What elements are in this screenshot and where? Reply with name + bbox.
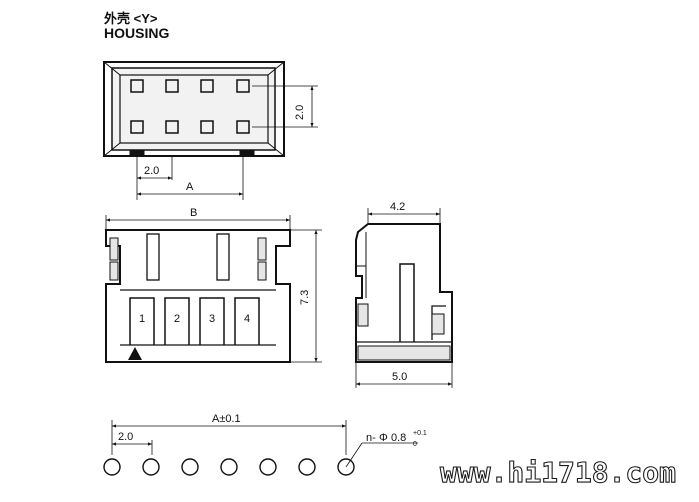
latch-tab <box>239 149 255 157</box>
pin-cavity-grid <box>130 79 250 134</box>
diameter-icon: Φ <box>379 432 388 444</box>
pin-slot <box>129 297 155 345</box>
latch-tab <box>129 149 145 157</box>
pin-cavity <box>200 79 214 93</box>
front-view <box>105 229 291 363</box>
pcb-span-label: A±0.1 <box>212 413 241 425</box>
side-view-dims <box>355 208 453 388</box>
pin-cavity <box>236 79 250 93</box>
hole-dia-label: 0.8 <box>391 432 406 444</box>
top-view-inner <box>111 67 276 151</box>
title-english: HOUSING <box>104 25 170 41</box>
pin-numbers: 1 2 3 4 <box>139 313 250 325</box>
pin-slot <box>199 297 225 345</box>
pin-cavity <box>236 120 250 134</box>
side-bottom-width-label: 5.0 <box>392 371 407 383</box>
pin-number: 2 <box>174 313 180 325</box>
watermark-text: www.hi1718.com <box>440 456 676 489</box>
pcb-hole <box>298 458 316 476</box>
side-view <box>355 223 453 363</box>
hole-prefix-label: n- <box>366 432 376 444</box>
pcb-pitch-label: 2.0 <box>118 431 133 443</box>
hole-tol-minus: 0 <box>413 441 417 448</box>
top-view-cavity <box>119 74 269 144</box>
front-width-label: B <box>190 207 197 219</box>
pin-slot <box>164 297 190 345</box>
top-span-label: A <box>186 181 194 193</box>
top-pitch-y-label: 2.0 <box>294 105 306 120</box>
front-height-label: 7.3 <box>299 290 311 305</box>
pcb-dims <box>111 420 418 468</box>
pin-slots <box>120 297 276 346</box>
pcb-hole <box>142 458 160 476</box>
top-view <box>103 61 285 157</box>
pin-number: 3 <box>209 313 215 325</box>
side-top-width-label: 4.2 <box>390 201 405 213</box>
pin-number: 4 <box>244 313 250 325</box>
pcb-hole <box>220 458 238 476</box>
pcb-hole-row <box>103 458 355 476</box>
pcb-hole <box>181 458 199 476</box>
pin-cavity <box>165 79 179 93</box>
side-view-outline <box>355 223 453 363</box>
front-view-dims <box>105 215 322 363</box>
pcb-hole <box>103 458 121 476</box>
top-pitch-x-label: 2.0 <box>144 165 159 177</box>
pin-cavity <box>165 120 179 134</box>
pcb-hole <box>259 458 277 476</box>
title-chinese: 外壳 <Y> <box>104 11 158 26</box>
pin-cavity <box>130 120 144 134</box>
pin-number: 1 <box>139 313 145 325</box>
pin-cavity <box>200 120 214 134</box>
hole-tol-plus: +0.1 <box>413 430 427 437</box>
pin-slot <box>234 297 260 345</box>
pin1-marker-icon <box>128 347 142 360</box>
hole-callout: n- Φ 0.8 +0.1 0 <box>366 430 427 448</box>
pin-cavity <box>130 79 144 93</box>
top-view-outer <box>103 61 285 157</box>
top-view-dims <box>136 85 318 200</box>
